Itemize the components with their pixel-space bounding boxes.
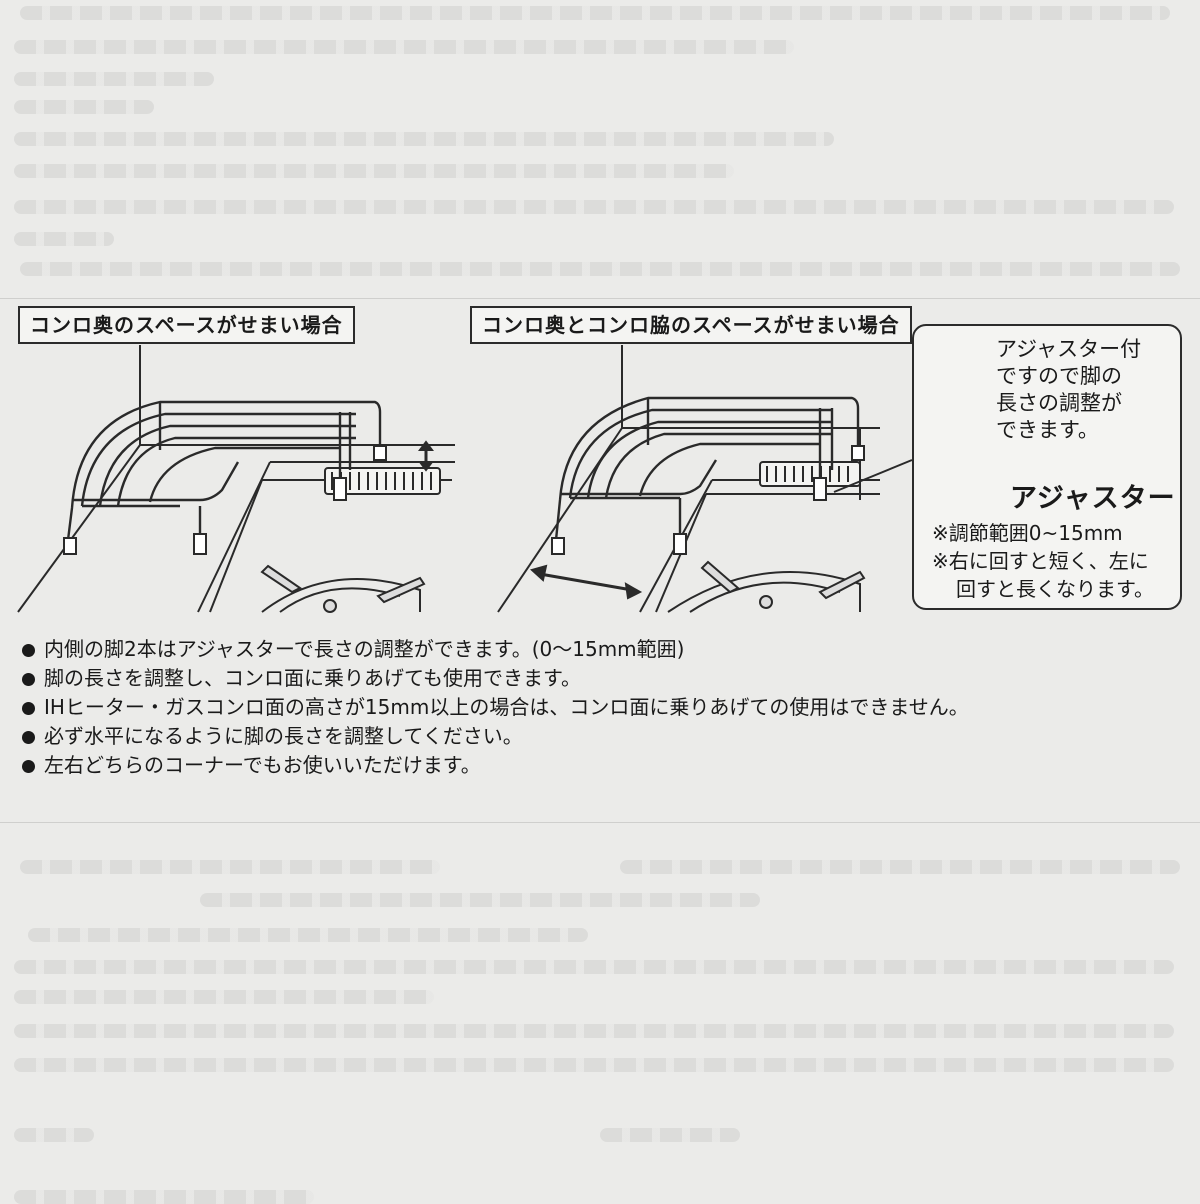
list-item: 左右どちらのコーナーでもお使いいただけます。 [22, 751, 1182, 780]
list-item: 必ず水平になるように脚の長さを調整してください。 [22, 722, 1182, 751]
left-scenario-label: コンロ奥のスペースがせまい場合 [18, 306, 355, 344]
panel-top-rule [0, 298, 1200, 299]
callout-description: アジャスター付 ですので脚の 長さの調整が できます。 [996, 337, 1142, 442]
bullet-icon [22, 760, 35, 773]
callout-note-range: ※調節範囲0~15mm [932, 521, 1123, 545]
bullet-icon [22, 702, 35, 715]
left-scene-illustration [17, 345, 455, 613]
bullet-icon [22, 731, 35, 744]
instruction-list: 内側の脚2本はアジャスターで長さの調整ができます。(0～15mm範囲) 脚の長さ… [22, 635, 1182, 780]
list-item: IHヒーター・ガスコンロ面の高さが15mm以上の場合は、コンロ面に乗りあげての使… [22, 693, 1182, 722]
list-item: 内側の脚2本はアジャスターで長さの調整ができます。(0～15mm範囲) [22, 635, 1182, 664]
right-scenario-label: コンロ奥とコンロ脇のスペースがせまい場合 [470, 306, 912, 344]
right-scene-illustration [497, 345, 913, 613]
left-scenario-title: コンロ奥のスペースがせまい場合 [30, 313, 343, 337]
right-scenario-title: コンロ奥とコンロ脇のスペースがせまい場合 [482, 313, 900, 337]
bullet-icon [22, 673, 35, 686]
list-item: 脚の長さを調整し、コンロ面に乗りあげても使用できます。 [22, 664, 1182, 693]
callout-note-turn-cont: 回すと長くなります。 [956, 577, 1154, 601]
bullet-icon [22, 644, 35, 657]
adjuster-label: アジャスター [1010, 483, 1176, 514]
adjuster-callout [912, 324, 1182, 610]
callout-note-turn: ※右に回すと短く、左に [932, 549, 1149, 573]
panel-bottom-rule [0, 822, 1200, 823]
